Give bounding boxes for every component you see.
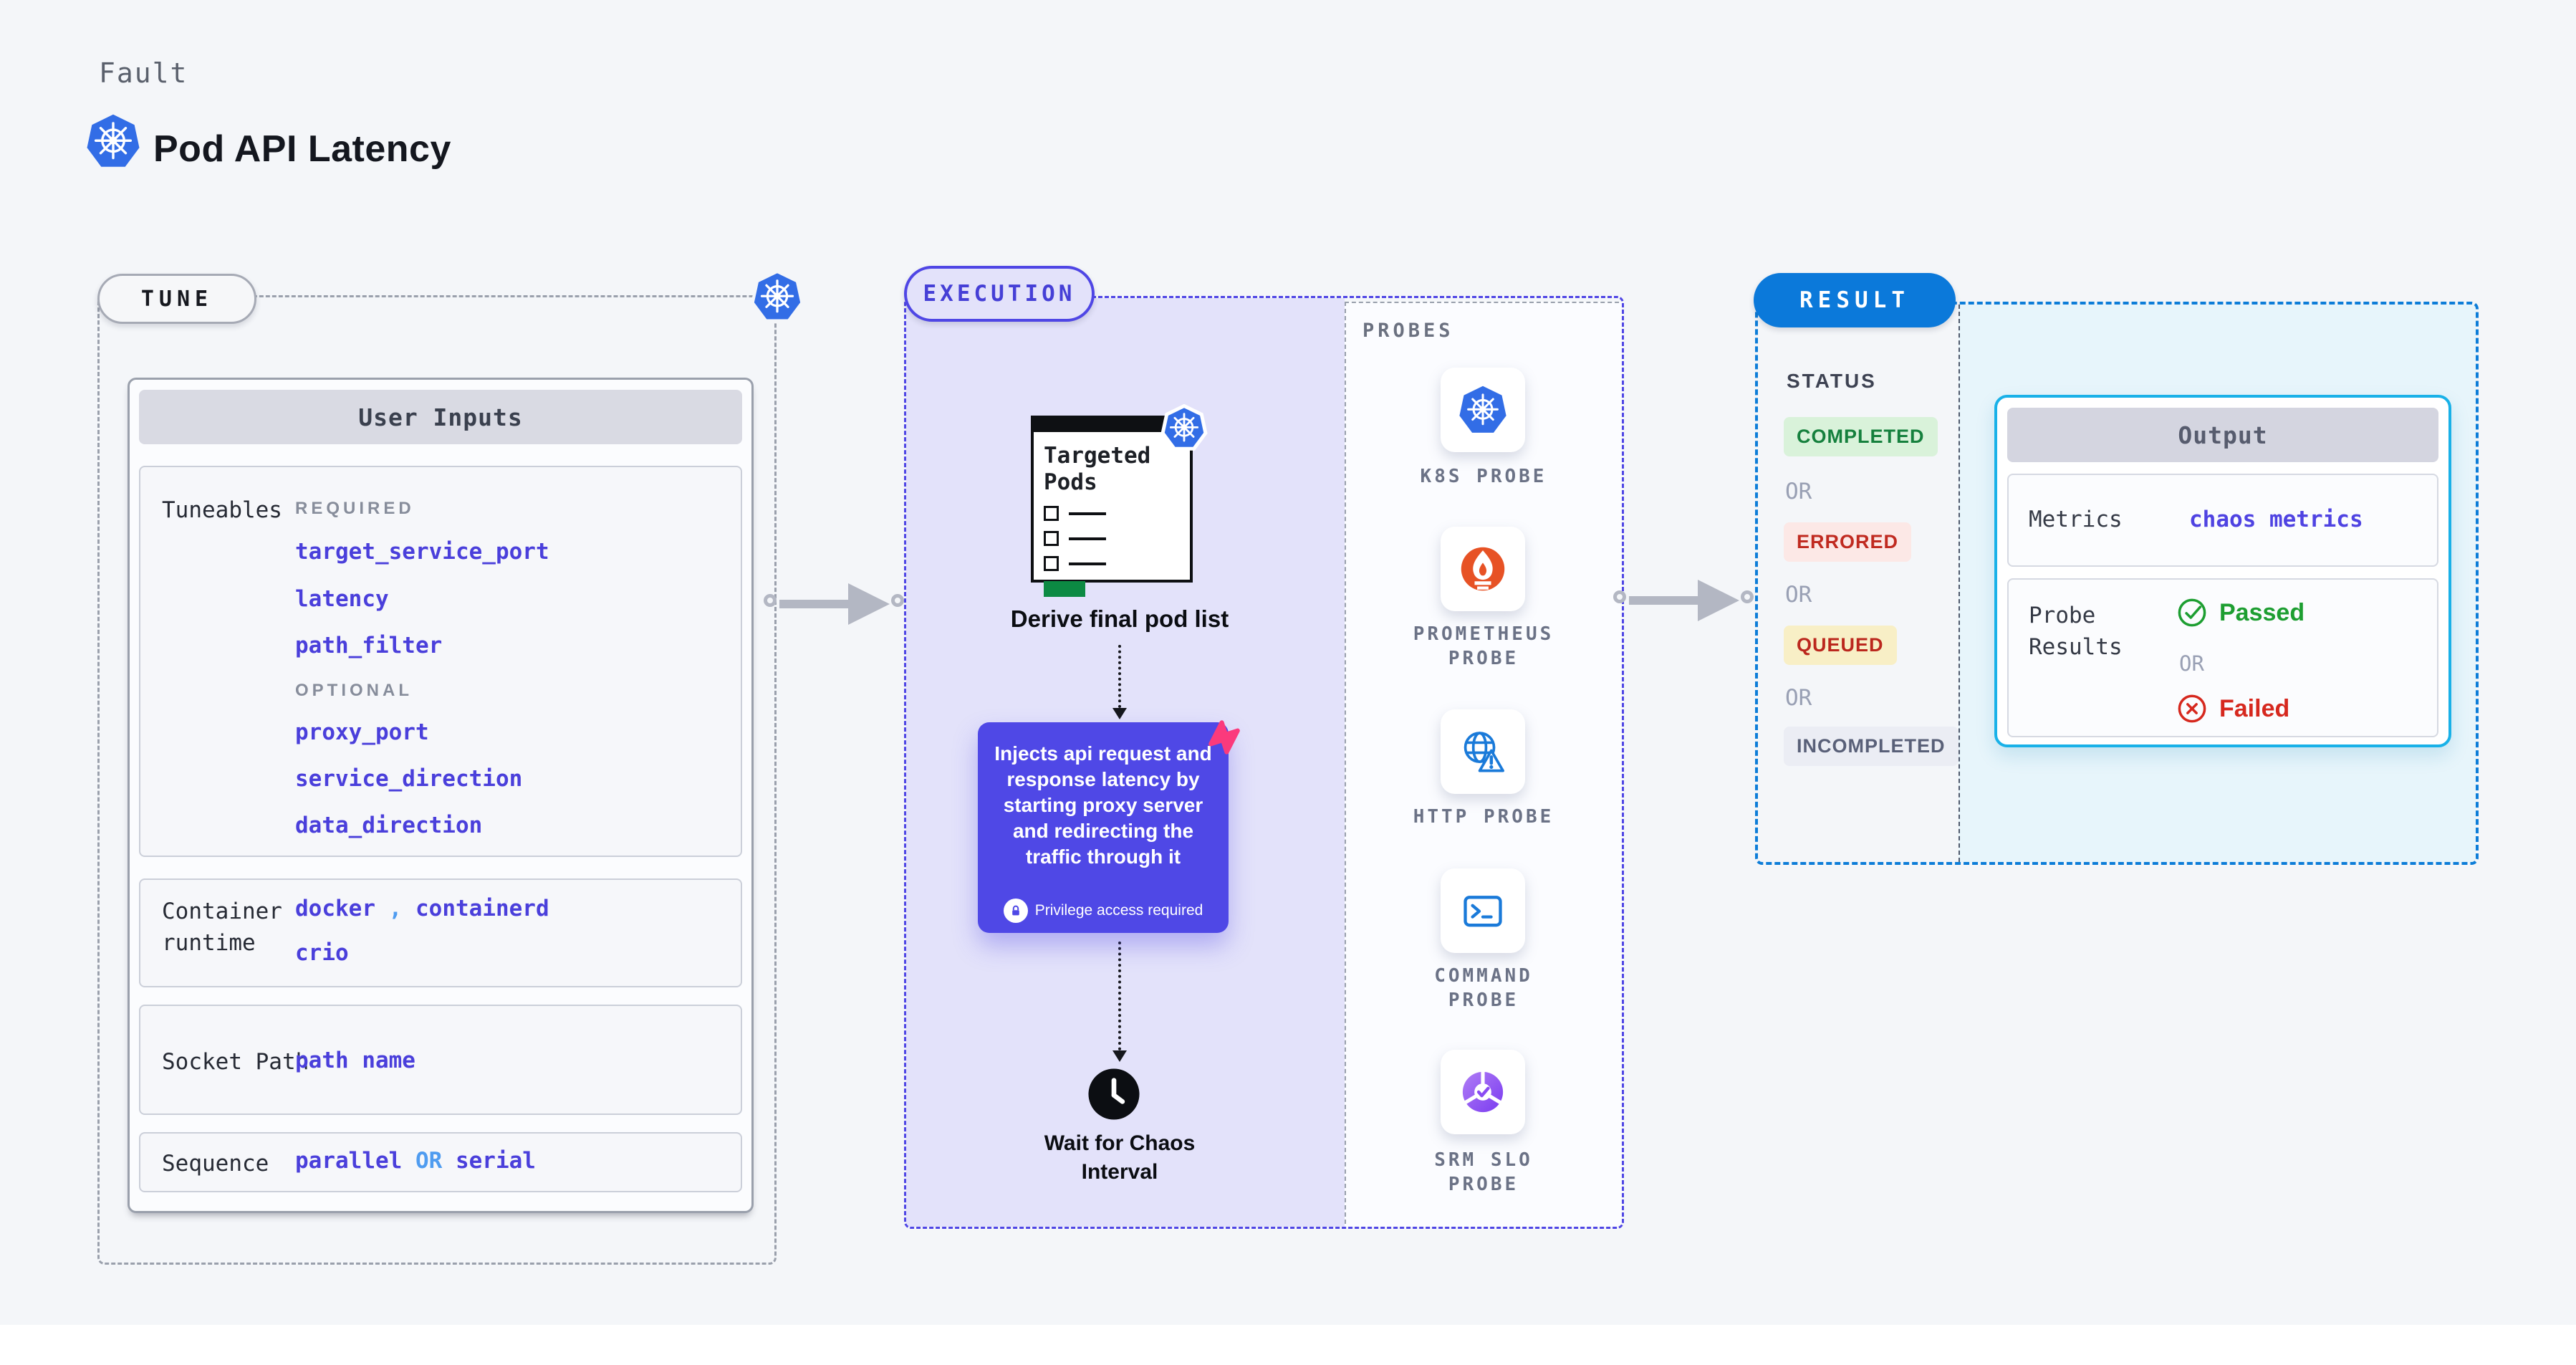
dotted-connector — [1118, 645, 1121, 708]
socket-path-row: Socket Path path name — [139, 1005, 742, 1115]
tuneables-row: Tuneables REQUIRED target_service_port l… — [139, 466, 742, 857]
sequence-label: Sequence — [162, 1151, 269, 1177]
result-stage-pill: RESULT — [1754, 273, 1956, 327]
socket-path-label: Socket Path — [162, 1049, 309, 1075]
kubernetes-icon — [1160, 404, 1208, 451]
tune-section-box — [97, 295, 777, 1265]
param-data-direction: data_direction — [295, 813, 483, 838]
prometheus-probe-card — [1441, 527, 1525, 611]
container-runtime-label: Container runtime — [162, 899, 282, 956]
metrics-row: Metrics chaos metrics — [2007, 474, 2438, 567]
dotted-connector — [1118, 942, 1121, 1050]
failed-label: Failed — [2219, 694, 2290, 722]
execution-stage-pill: EXECUTION — [904, 266, 1095, 322]
http-probe-card — [1441, 709, 1525, 794]
targeted-pods-title: Targeted Pods — [1044, 443, 1151, 495]
param-service-direction: service_direction — [295, 766, 523, 792]
status-badge-completed: COMPLETED — [1784, 417, 1938, 456]
inject-description-box: Injects api request and response latency… — [978, 722, 1229, 933]
output-header: Output — [2007, 408, 2438, 462]
or-label: OR — [1785, 582, 1812, 608]
metrics-value: chaos metrics — [2189, 507, 2363, 532]
derive-pod-list-label: Derive final pod list — [1010, 605, 1229, 632]
or-label: OR — [1785, 685, 1812, 711]
srm-slo-probe-label: SRM SLO PROBE — [1434, 1149, 1533, 1195]
srm-slo-probe-card — [1441, 1050, 1525, 1134]
passed-label: Passed — [2219, 598, 2305, 626]
pod-progress-bar — [1044, 581, 1085, 597]
passed-result: Passed — [2176, 597, 2305, 628]
or-label: OR — [2179, 651, 2204, 676]
chaos-icon — [1208, 720, 1240, 755]
param-proxy-port: proxy_port — [295, 719, 429, 745]
kubernetes-icon — [751, 269, 804, 322]
status-badge-errored: ERRORED — [1784, 522, 1912, 562]
pod-checkbox-icon — [1044, 531, 1173, 546]
arrow-down-icon — [1112, 708, 1127, 719]
sequence-value: parallel OR serial — [295, 1148, 536, 1174]
socket-path-value: path name — [295, 1048, 415, 1073]
slo-gauge-icon — [1462, 1071, 1504, 1113]
targeted-pods-card: Targeted Pods — [1031, 416, 1193, 597]
terminal-icon — [1464, 896, 1502, 927]
prometheus-probe-label: PROMETHEUS PROBE — [1413, 623, 1554, 669]
status-badge-incompleted: INCOMPLETED — [1784, 727, 1959, 766]
user-inputs-header: User Inputs — [139, 390, 742, 444]
param-target-service-port: target_service_port — [295, 539, 549, 565]
param-path-filter: path_filter — [295, 633, 443, 658]
lock-icon — [1003, 899, 1028, 923]
clock-icon — [1088, 1068, 1140, 1120]
output-card: Output Metrics chaos metrics Probe Resul… — [1994, 395, 2451, 747]
command-probe-label: COMMAND PROBE — [1434, 965, 1533, 1011]
privilege-access-label: Privilege access required — [1034, 902, 1203, 919]
or-label: OR — [1785, 479, 1812, 504]
x-circle-icon — [2178, 694, 2206, 723]
required-label: REQUIRED — [295, 499, 415, 518]
container-runtime-row: Container runtime docker , containerd cr… — [139, 878, 742, 987]
command-probe-card — [1441, 868, 1525, 953]
flow-arrow-tune-to-execution — [764, 582, 911, 626]
container-runtime-values-line2: crio — [295, 940, 349, 966]
fault-eyebrow: Fault — [99, 57, 188, 89]
param-latency: latency — [295, 586, 389, 612]
page-title: Pod API Latency — [153, 128, 451, 170]
pod-checkbox-icon — [1044, 506, 1173, 521]
k8s-probe-label: K8S PROBE — [1420, 466, 1547, 487]
sequence-row: Sequence parallel OR serial — [139, 1132, 742, 1192]
prometheus-icon — [1461, 547, 1505, 591]
status-badge-queued: QUEUED — [1784, 626, 1897, 665]
probe-results-label: Probe Results — [2029, 603, 2123, 660]
kubernetes-icon — [1459, 385, 1506, 433]
kubernetes-icon — [87, 114, 140, 167]
probes-title: PROBES — [1363, 320, 1454, 342]
footer-strip — [0, 1325, 2576, 1365]
k8s-probe-card — [1441, 368, 1525, 452]
flow-arrow-execution-to-result — [1613, 578, 1761, 623]
http-probe-label: HTTP PROBE — [1413, 806, 1554, 828]
globe-warning-icon — [1464, 732, 1504, 772]
arrow-down-icon — [1112, 1050, 1127, 1062]
status-title: STATUS — [1787, 370, 1877, 392]
pod-checkbox-icon — [1044, 556, 1173, 571]
targeted-pods-titlebar — [1033, 418, 1191, 432]
tune-stage-pill: TUNE — [97, 274, 256, 324]
wait-chaos-interval-label: Wait for Chaos Interval — [1044, 1131, 1196, 1184]
tuneables-label: Tuneables — [162, 497, 282, 523]
check-circle-icon — [2178, 598, 2206, 627]
optional-label: OPTIONAL — [295, 681, 413, 700]
failed-result: Failed — [2176, 693, 2289, 724]
inject-description-text: Injects api request and response latency… — [994, 742, 1212, 868]
container-runtime-values-line1: docker , containerd — [295, 896, 549, 921]
metrics-label: Metrics — [2029, 507, 2123, 532]
probe-results-row: Probe Results Passed OR Failed — [2007, 578, 2438, 737]
